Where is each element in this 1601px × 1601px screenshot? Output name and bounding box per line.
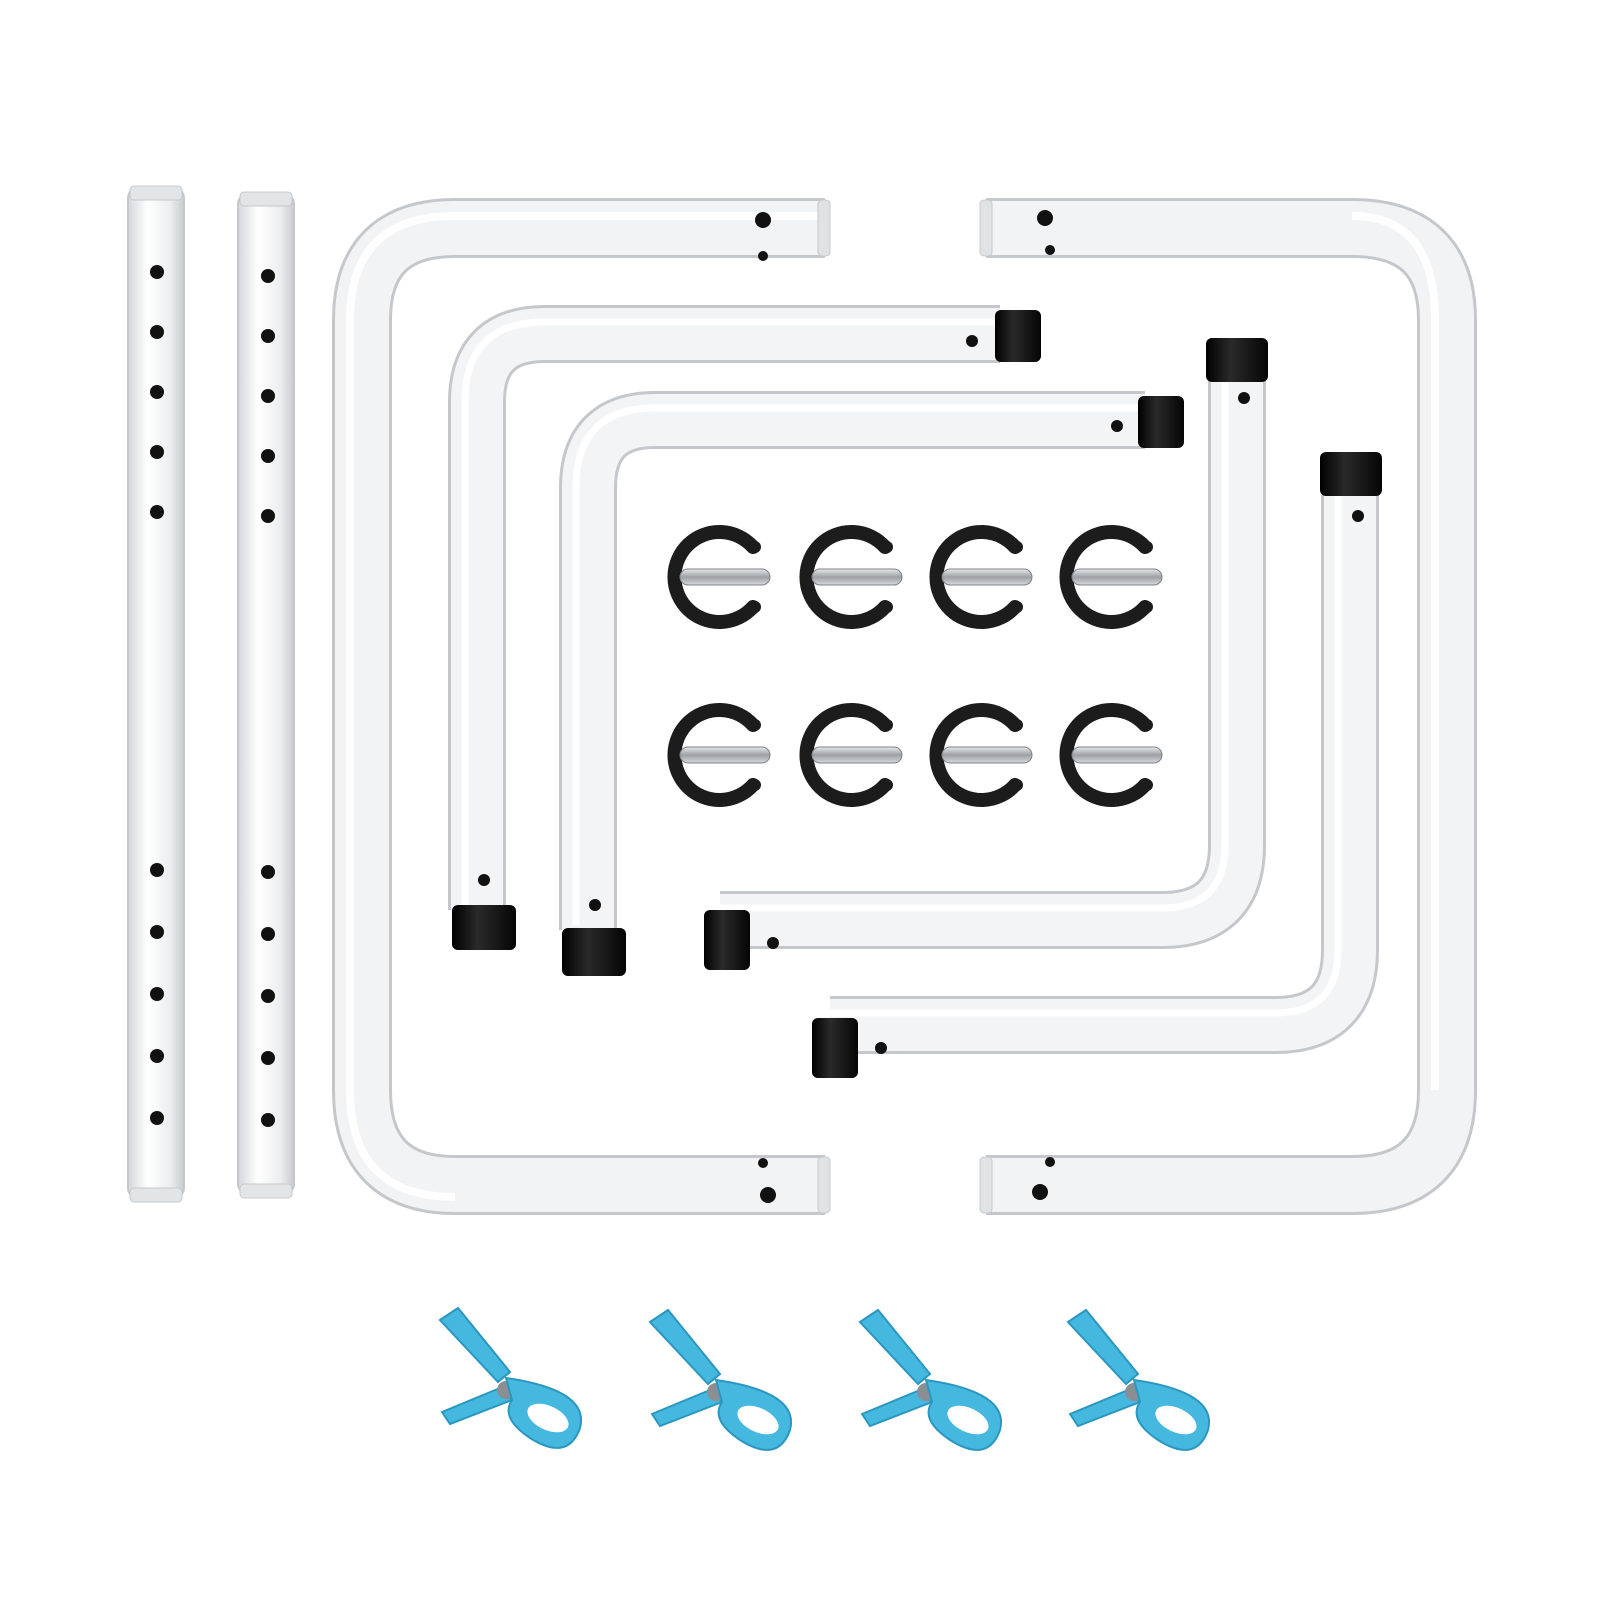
ring-clip: [929, 703, 1033, 807]
clothes-peg: [648, 1308, 793, 1451]
small-l-arm-right: [812, 452, 1382, 1078]
straight-pole-2: [237, 191, 295, 1199]
ring-clips: [667, 525, 1163, 807]
ring-clip: [929, 525, 1033, 629]
clothes-peg: [1066, 1308, 1211, 1451]
clothes-pegs: [438, 1306, 1211, 1451]
ring-clip: [799, 703, 903, 807]
ring-clip: [667, 703, 771, 807]
small-l-arm-left: [559, 391, 1184, 976]
medium-l-arm-right: [704, 338, 1268, 970]
large-u-frame-right: [979, 198, 1477, 1215]
ring-clip: [1059, 703, 1163, 807]
ring-clip: [667, 525, 771, 629]
straight-pole-1: [127, 185, 185, 1203]
medium-l-arm-left: [448, 305, 1041, 950]
ring-clip: [799, 525, 903, 629]
clothes-peg: [858, 1308, 1003, 1451]
ring-clip: [1059, 525, 1163, 629]
clothes-peg: [438, 1306, 583, 1449]
large-u-frame-left: [332, 198, 831, 1215]
